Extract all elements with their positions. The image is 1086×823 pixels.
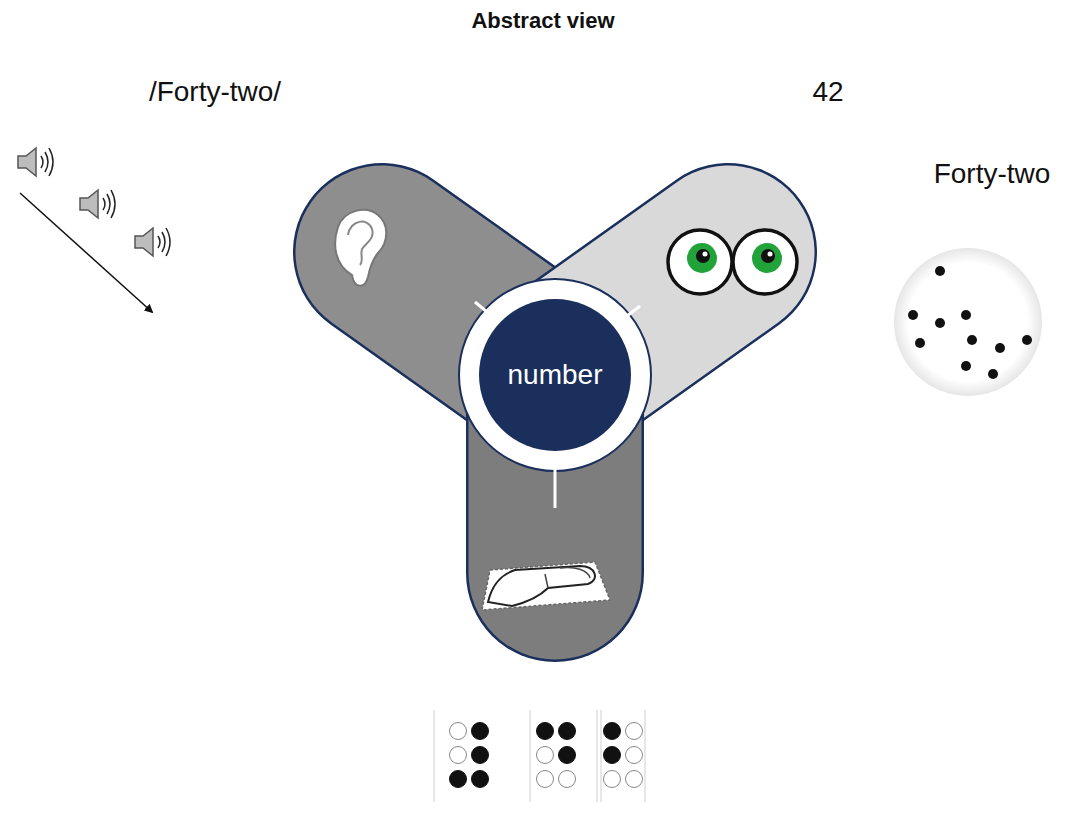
eyes-icon xyxy=(668,230,797,294)
label: 42 xyxy=(812,76,843,108)
node-text: number xyxy=(508,359,603,391)
braille-cells xyxy=(434,710,645,802)
time-arrow xyxy=(20,193,152,312)
braille-dot xyxy=(472,747,489,764)
braille-dot xyxy=(604,771,621,788)
braille-dot xyxy=(450,771,467,788)
braille-dot xyxy=(559,771,576,788)
braille-dot xyxy=(537,771,554,788)
braille-dot xyxy=(472,723,489,740)
braille-dot xyxy=(626,723,643,740)
center-circle: number xyxy=(479,299,631,451)
braille-dot xyxy=(604,747,621,764)
braille-dot xyxy=(450,747,467,764)
dot-cloud xyxy=(894,248,1042,396)
speaker-icons xyxy=(18,148,170,256)
braille-dot xyxy=(626,771,643,788)
braille-dot xyxy=(472,771,489,788)
braille-dot xyxy=(537,747,554,764)
title: Abstract view xyxy=(471,8,614,34)
hand-icon xyxy=(482,562,610,610)
label: /Forty-two/ xyxy=(149,76,281,108)
lobes xyxy=(382,252,728,573)
braille-dot xyxy=(626,747,643,764)
braille-dot xyxy=(604,723,621,740)
braille-dot xyxy=(537,723,554,740)
braille-dot xyxy=(559,723,576,740)
braille-dot xyxy=(559,747,576,764)
braille-dot xyxy=(450,723,467,740)
label: Forty-two xyxy=(934,158,1051,190)
ear-icon xyxy=(335,210,386,286)
